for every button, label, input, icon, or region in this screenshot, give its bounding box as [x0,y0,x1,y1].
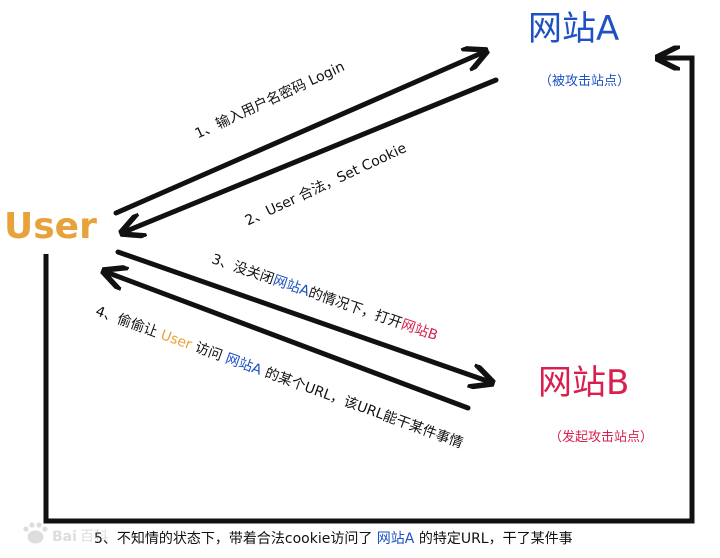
arrow-secret-request [106,272,471,411]
step5-label: 5、不知情的状态下，带着合法cookie访问了 网站A 的特定URL，干了某件事 [94,530,573,548]
site-b-title: 网站B [538,363,630,403]
arrow-forged-request [43,58,695,524]
svg-text:百科: 百科 [80,529,108,545]
arrow-set-cookie [124,77,499,232]
site-a-subtitle: （被攻击站点） [539,74,631,89]
baike-watermark-logo: Bai 百科 [23,522,108,545]
site-b-subtitle: （发起攻击站点） [549,430,654,445]
step5-site-a: 网站A [376,531,415,547]
step5-text-2: 的特定URL，干了某件事 [414,531,573,547]
site-a-title: 网站A [528,9,620,49]
step5-text-1: 5、不知情的状态下，带着合法cookie访问了 [94,531,377,547]
arrow-open-site-b [115,249,490,382]
arrow-login [113,52,484,216]
svg-text:Bai: Bai [52,529,77,545]
user-node: User [4,206,97,247]
